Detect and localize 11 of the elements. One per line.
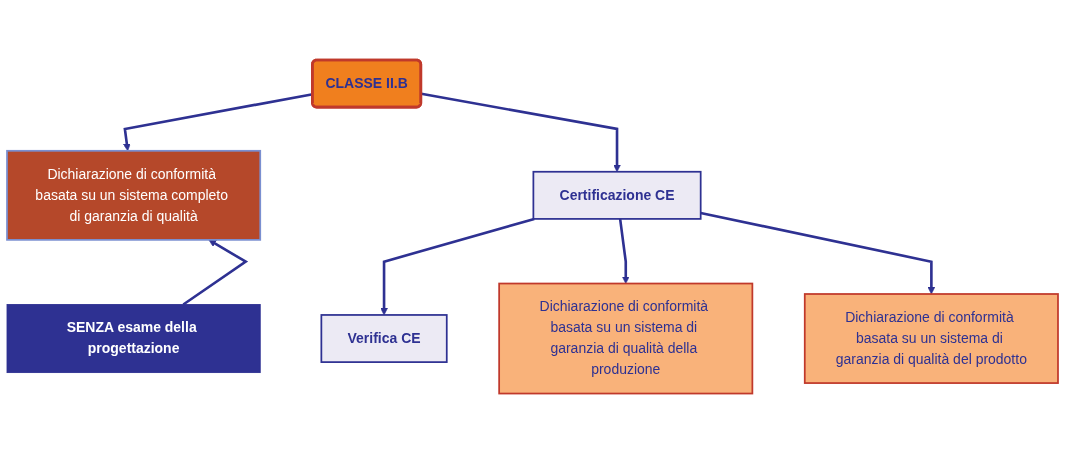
node-box: Certificazione CE — [532, 170, 702, 220]
node-box: Dichiarazione di conformità basata su un sistema di garanzia di qualità del prodotto — [803, 292, 1059, 384]
node-box: Verifica CE — [320, 313, 448, 363]
arrow — [182, 239, 249, 306]
arrow — [421, 92, 621, 172]
node-box: Dichiarazione di conformità basata su un sistema di garanzia di qualità della produzione — [498, 282, 754, 395]
node-box: SENZA esame della progettazione — [6, 303, 261, 373]
arrow — [380, 217, 535, 316]
arrow — [700, 211, 936, 295]
arrow — [618, 218, 630, 284]
node-box: Dichiarazione di conformità basata su un sistema completo di garanzia di qualità — [6, 149, 262, 241]
